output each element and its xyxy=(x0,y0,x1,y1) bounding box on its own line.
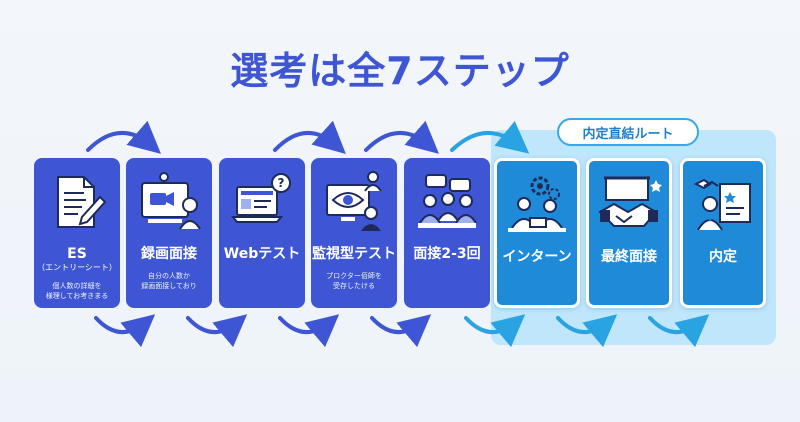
step-title: 監視型テスト xyxy=(312,246,396,262)
arrow-bottom-2-3 xyxy=(186,314,248,348)
document-pen-icon xyxy=(34,158,120,246)
offer-certificate-icon xyxy=(683,161,763,249)
arrow-bottom-1-2 xyxy=(94,314,156,348)
step-title: 録画面接 xyxy=(141,246,197,262)
step-title: インターン xyxy=(502,249,572,265)
direct-offer-route-badge: 内定直結ルート xyxy=(557,118,699,146)
step-title: 最終面接 xyxy=(601,249,657,265)
step-card-web-test: ? Webテスト xyxy=(219,158,305,308)
step-card-job-offer: 内定 xyxy=(680,158,766,308)
arrow-bottom-5-6 xyxy=(464,314,526,348)
step-subtitle: （エントリーシート） xyxy=(37,263,117,272)
page-title: 選考は全7ステップ xyxy=(230,49,570,93)
step-description: 自分の人数か 録画面接しており xyxy=(141,272,197,290)
arrow-bottom-3-4 xyxy=(278,314,340,348)
step-description: 個人数の詳細を 様理してお考きまる xyxy=(45,282,109,300)
arrow-top-4-5 xyxy=(364,120,440,154)
arrow-bottom-6-7 xyxy=(556,314,618,348)
arrow-top-1-2 xyxy=(86,120,162,154)
step-description: プロクター佰師を 受存したける xyxy=(326,272,382,290)
step-card-final-interview: 最終面接 xyxy=(586,158,672,308)
step-title: 面接2-3回 xyxy=(413,246,481,262)
step-card-recorded-interview: 録画面接 自分の人数か 録画面接しており xyxy=(126,158,212,308)
svg-text:?: ? xyxy=(278,176,285,190)
step-title: ES xyxy=(67,246,87,262)
laptop-question-icon: ? xyxy=(219,158,305,246)
proctor-eye-icon xyxy=(311,158,397,246)
handshake-icon xyxy=(589,161,669,249)
step-title: Webテスト xyxy=(223,246,301,262)
step-card-internship: インターン xyxy=(494,158,580,308)
intern-gears-icon xyxy=(497,161,577,249)
group-interview-icon xyxy=(404,158,490,246)
arrow-bottom-4-5 xyxy=(370,314,432,348)
step-card-es: ES （エントリーシート） 個人数の詳細を 様理してお考きまる xyxy=(34,158,120,308)
step-card-proctored-test: 監視型テスト プロクター佰師を 受存したける xyxy=(311,158,397,308)
step-title: 内定 xyxy=(709,249,737,265)
arrow-top-5-6 xyxy=(450,120,530,154)
step-card-interviews: 面接2-3回 xyxy=(404,158,490,308)
video-interview-icon xyxy=(126,158,212,246)
arrow-bottom-7-8 xyxy=(648,314,710,348)
arrow-top-3-4 xyxy=(273,120,346,155)
